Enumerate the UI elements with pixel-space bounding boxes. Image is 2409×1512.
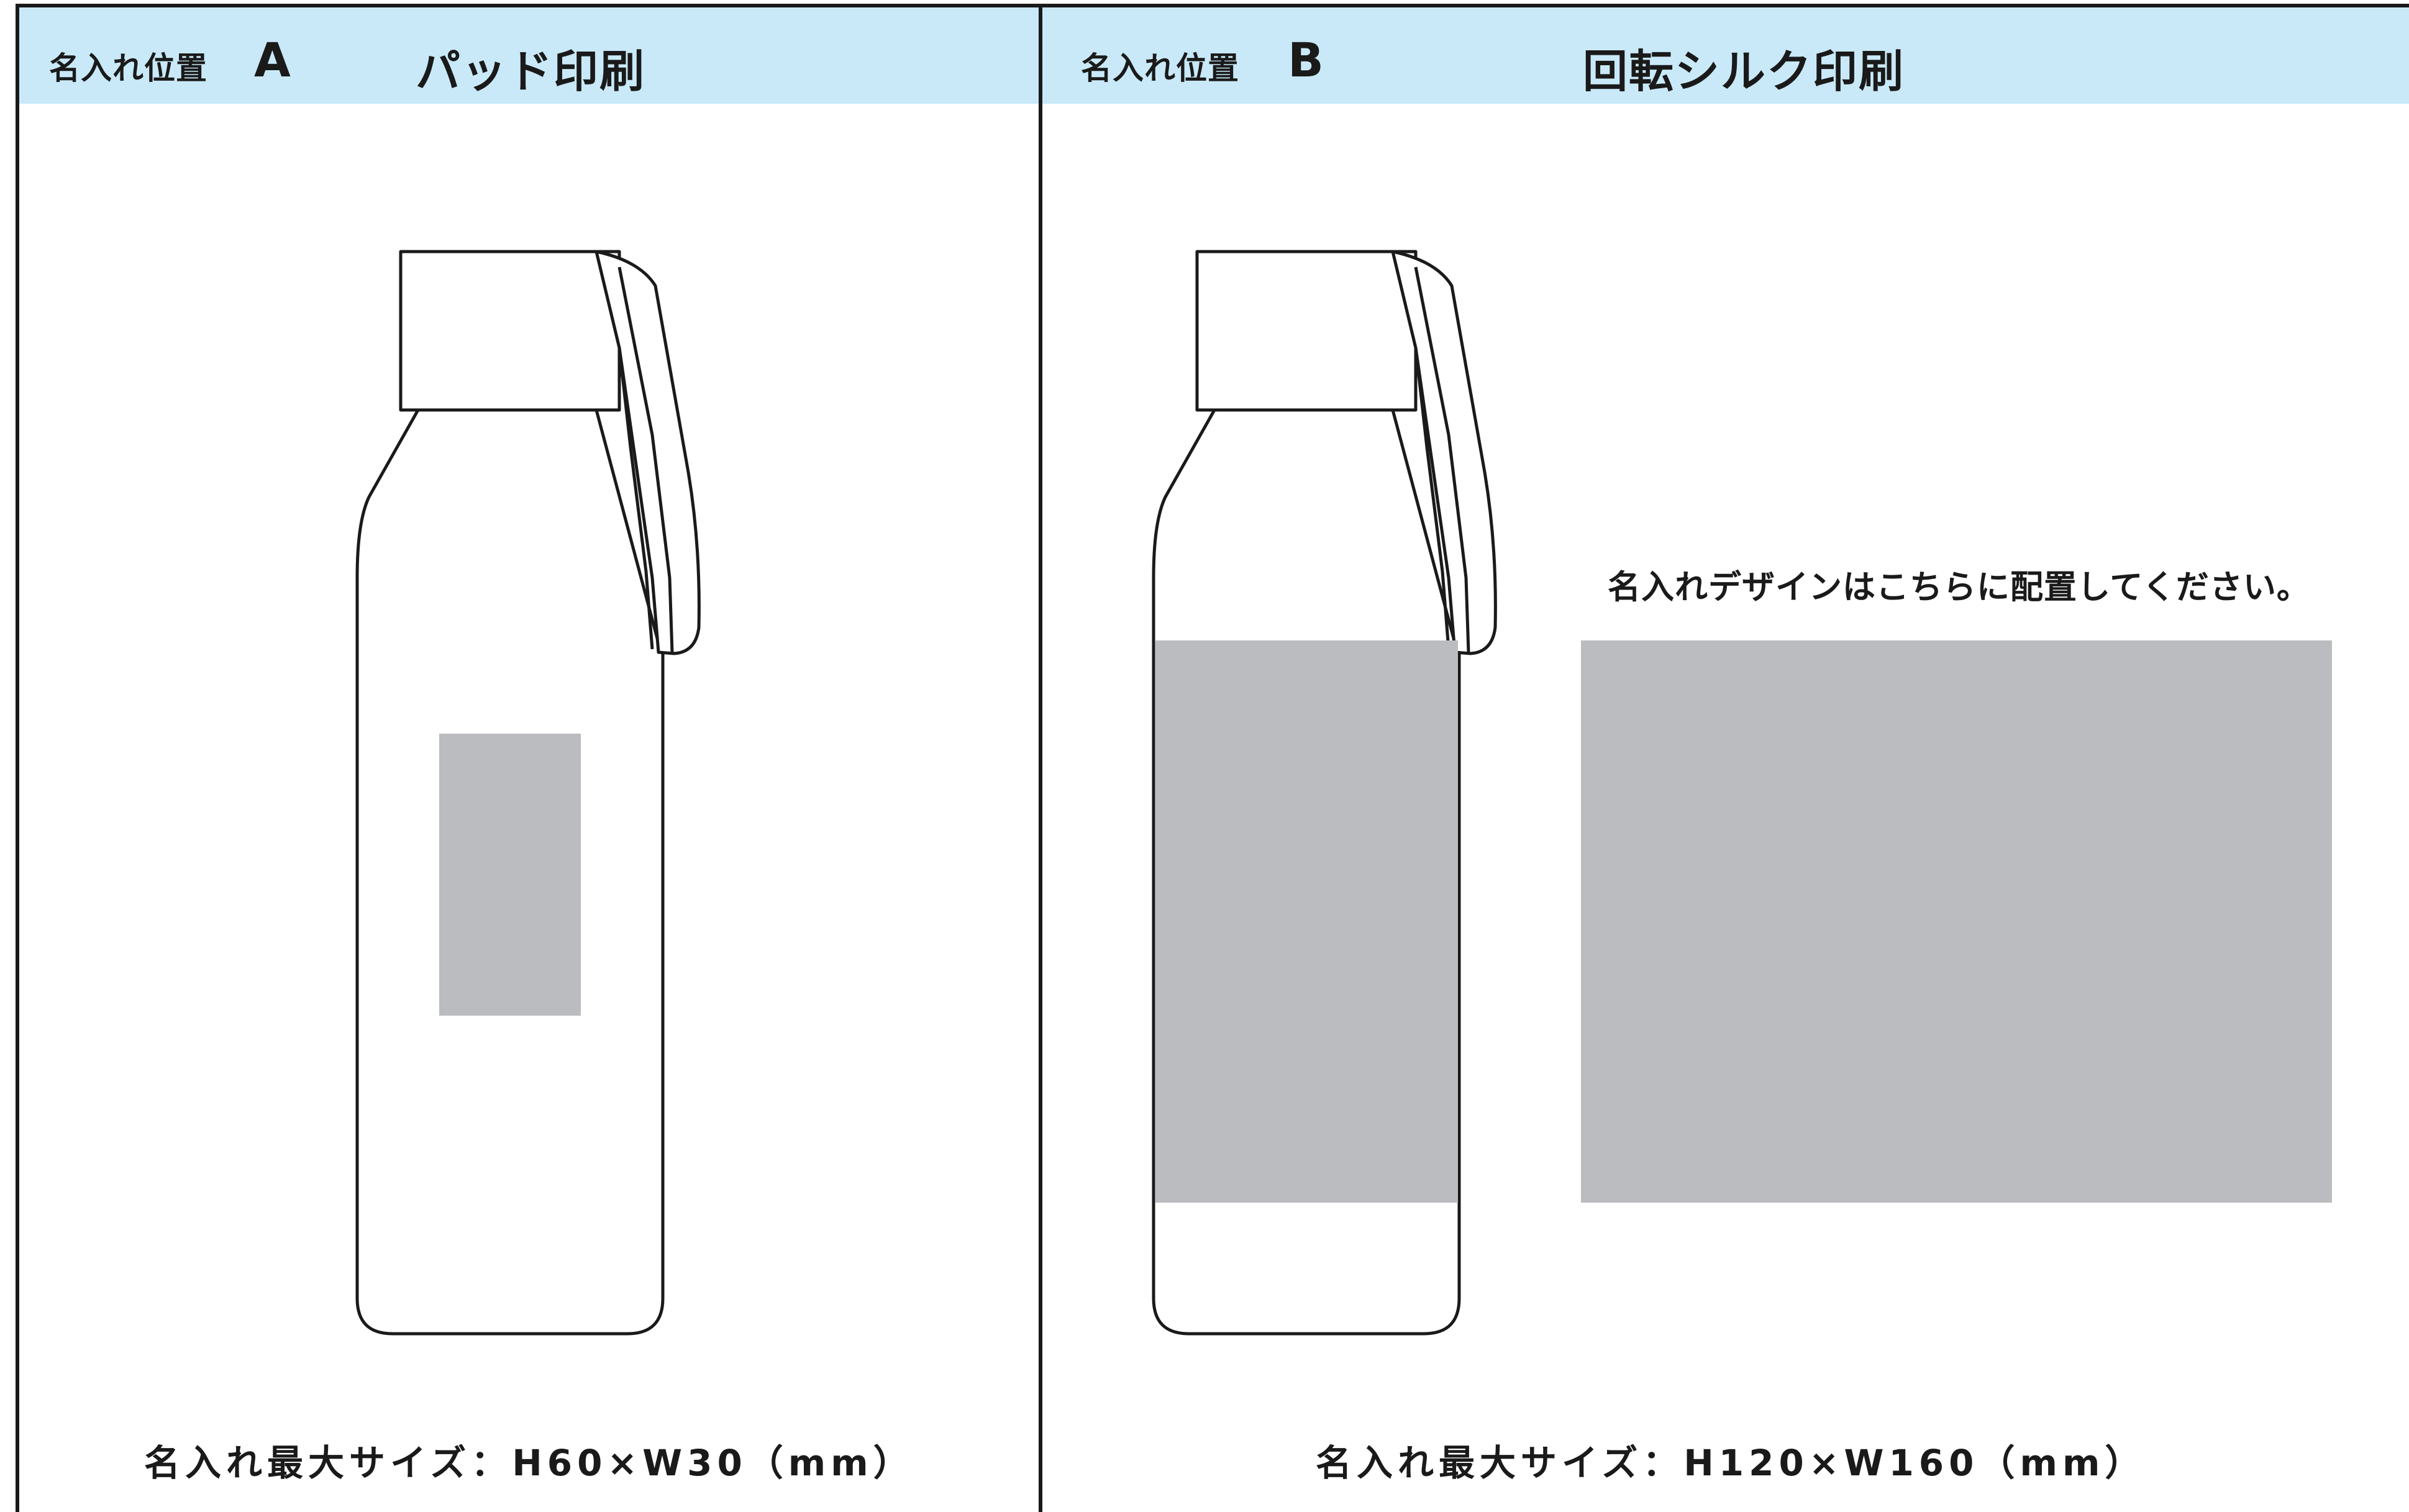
bottle-a-cap (399, 250, 621, 412)
panel-b-max-size: 名入れ最大サイズ：H120×W160（mm） (1316, 1442, 2146, 1484)
panel-divider (1039, 4, 1042, 1512)
design-placement-note: 名入れデザインはこちらに配置してください。 (1608, 568, 2310, 606)
panel-a-print-method: パッド印刷 (416, 45, 646, 98)
bottle-b-strap (1391, 250, 1497, 655)
panel-a-max-size: 名入れ最大サイズ：H60×W30（mm） (144, 1442, 914, 1484)
bottle-a-strap (594, 250, 701, 655)
bottle-b-illustration (1152, 250, 1497, 1336)
panel-b-header: 名入れ位置 B 回転シルク印刷 (1042, 7, 2409, 104)
bottle-b-strap-inner (1414, 266, 1470, 653)
panel-b-position-label: 名入れ位置 (1081, 50, 1239, 86)
frame-top-border (16, 4, 2409, 7)
frame-left-border (16, 4, 19, 1512)
panel-b-position-code: B (1288, 32, 1324, 88)
panel-b-print-method: 回転シルク印刷 (1583, 45, 1905, 98)
panel-a-position-label: 名入れ位置 (49, 50, 207, 86)
bottle-a-print-area (439, 734, 581, 1016)
bottle-a-strap-inner-2 (617, 347, 654, 650)
panel-a-header: 名入れ位置 A パッド印刷 (19, 7, 1039, 104)
design-placement-area[interactable] (1581, 640, 2332, 1203)
panel-a-position-code: A (254, 32, 291, 88)
bottle-b-strap-inner-2 (1414, 347, 1450, 650)
bottle-a-strap-inner (617, 266, 674, 653)
bottle-b-print-band (1155, 640, 1458, 1203)
bottle-a-illustration (355, 250, 701, 1336)
bottle-b-cap (1195, 250, 1418, 412)
